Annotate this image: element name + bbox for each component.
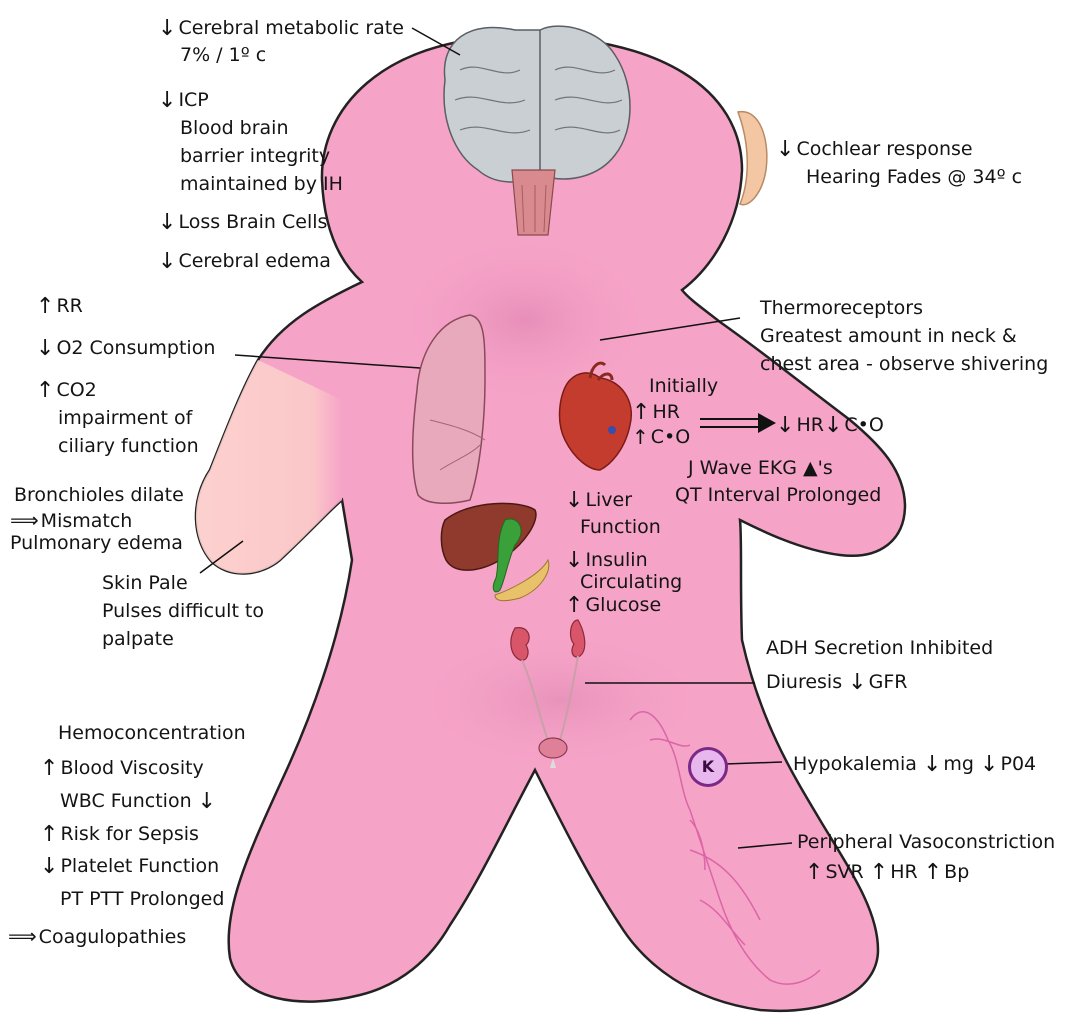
down-arrow-icon: ↓ [776,140,794,160]
bbb-label-3: maintained by IH [180,172,343,196]
circulating-label: Circulating [580,570,682,594]
qt-interval-label: QT Interval Prolonged [675,483,881,507]
up-arrow-icon: ↑ [36,297,54,317]
up-arrow-icon: ↑ [36,381,54,401]
up-arrow-icon: ↑ [40,759,58,779]
down-arrow-icon: ↓ [980,755,998,775]
skin-label-1: Skin Pale [102,571,188,595]
down-arrow-icon: ↓ [776,416,794,436]
pale-arm-shading [196,360,342,574]
pt-ptt-label: PT PTT Prolonged [60,887,224,911]
up-arrow-icon: ↑ [632,427,649,447]
down-arrow-icon: ↓ [923,755,941,775]
glucose-label: ↑Glucose [565,593,661,617]
down-arrow-icon: ↓ [198,792,216,812]
bronchioles-label: Bronchioles dilate [14,483,184,507]
cerebral-metabolic-label: ↓Cerebral metabolic rate [158,16,404,40]
double-arrow-icon: ⟹ [8,924,37,948]
down-arrow-icon: ↓ [158,91,176,111]
j-wave-label: J Wave EKG ▲'s [688,456,833,480]
svr-hr-bp-label: ↑SVR ↑HR ↑Bp [805,860,969,884]
thermoreceptors-label-2: Greatest amount in neck & [760,324,1017,348]
o2-consumption-label: ↓O2 Consumption [36,336,215,360]
double-arrow-icon: ⟹ [10,508,39,532]
sepsis-label: ↑Risk for Sepsis [40,822,199,846]
up-arrow-icon: ↑ [870,863,888,883]
adh-label: ADH Secretion Inhibited [766,636,993,660]
wbc-label: WBC Function ↓ [60,789,218,813]
cerebral-edema-label: ↓Cerebral edema [158,249,331,273]
heart-hr-label: ↑HR [632,400,680,424]
insulin-label: ↓Insulin [565,548,648,572]
skin-label-3: palpate [102,627,174,651]
thermoreceptors-label-1: Thermoreceptors [760,296,923,320]
mismatch-label: ⟹Mismatch [10,508,132,533]
liver-label-2: Function [580,515,661,539]
up-arrow-icon: ↑ [805,863,823,883]
rr-label: ↑RR [36,294,83,318]
potassium-badge: K [688,747,728,787]
hr-co-result-label: ↓HR↓C•O [776,413,884,437]
loss-brain-cells-label: ↓Loss Brain Cells [158,210,327,234]
diuresis-label: Diuresis ↓GFR [766,670,907,694]
heart-co-label: ↑C•O [632,425,690,449]
icp-label: ↓ICP [158,88,209,112]
coagulopathies-label: ⟹Coagulopathies [8,924,186,949]
bbb-label-1: Blood brain [180,116,289,140]
down-arrow-icon: ↓ [158,252,176,272]
thermoreceptors-label-3: chest area - observe shivering [760,352,1048,376]
down-arrow-icon: ↓ [848,673,866,693]
down-arrow-icon: ↓ [565,551,583,571]
liver-label-1: ↓Liver [565,488,632,512]
down-arrow-icon: ↓ [565,491,583,511]
down-arrow-icon: ↓ [40,857,58,877]
down-arrow-icon: ↓ [824,416,842,436]
hemoconcentration-label: Hemoconcentration [58,721,246,745]
platelet-label: ↓Platelet Function [40,854,219,878]
bbb-label-2: barrier integrity [180,144,330,168]
skin-label-2: Pulses difficult to [102,599,264,623]
initially-label: Initially [649,374,718,398]
up-arrow-icon: ↑ [632,403,650,423]
pulmonary-edema-label: Pulmonary edema [10,531,183,555]
ciliary-label-2: ciliary function [58,434,199,458]
co2-label: ↑CO2 [36,378,97,402]
hearing-label: Hearing Fades @ 34º c [806,165,1022,189]
cerebral-metabolic-rate-value: 7% / 1º c [180,43,266,67]
down-arrow-icon: ↓ [158,213,176,233]
cochlear-label: ↓Cochlear response [776,137,973,161]
hypokalemia-label: Hypokalemia ↓mg ↓P04 [793,752,1036,776]
up-arrow-icon: ↑ [565,596,583,616]
ciliary-label-1: impairment of [58,406,192,430]
up-arrow-icon: ↑ [924,863,942,883]
down-arrow-icon: ↓ [158,19,176,39]
blood-viscosity-label: ↑Blood Viscosity [40,756,204,780]
up-arrow-icon: ↑ [40,825,58,845]
peripheral-label: Peripheral Vasoconstriction [797,830,1055,854]
down-arrow-icon: ↓ [36,339,54,359]
